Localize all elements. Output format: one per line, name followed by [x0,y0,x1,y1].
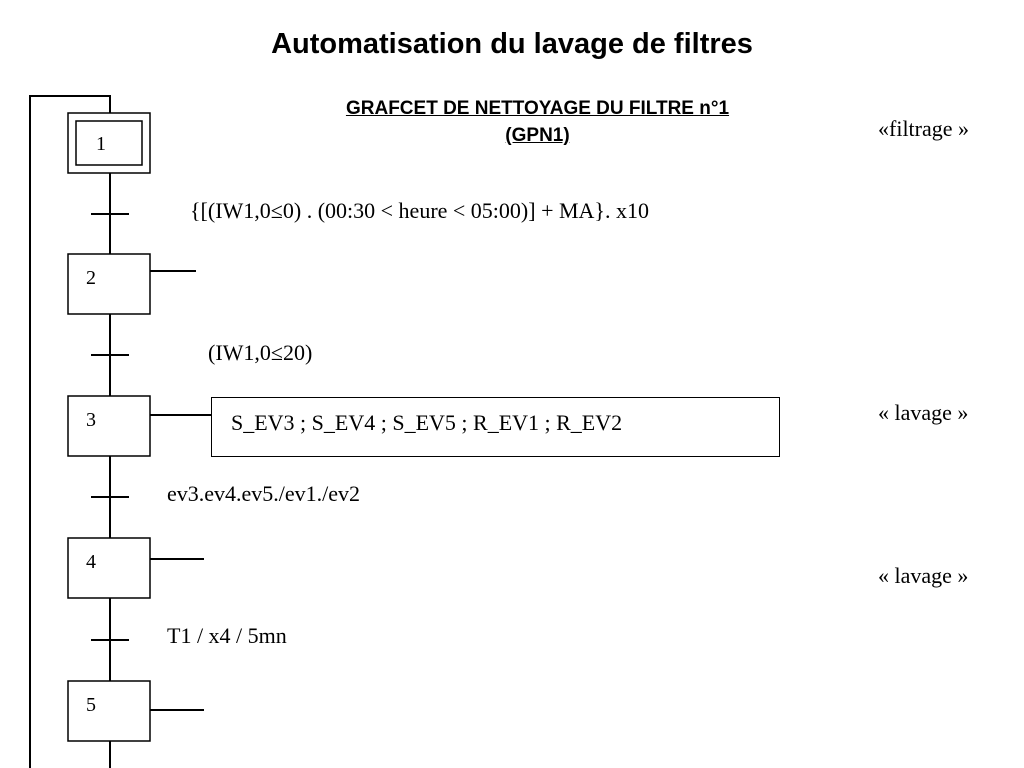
page-title: Automatisation du lavage de filtres [271,28,753,60]
link-step3-step4 [91,456,129,538]
grafcet-subtitle: GRAFCET DE NETTOYAGE DU FILTRE n°1 (GPN1… [270,95,805,149]
link-step1-step2 [91,173,129,254]
step-5-number: 5 [86,694,96,716]
transition-condition-4: T1 / x4 / 5mn [167,623,287,648]
link-step2-step3 [91,314,129,396]
transition-condition-3: ev3.ev4.ev5./ev1./ev2 [167,481,361,506]
link-step4-step5 [91,598,129,681]
subtitle-line-1: GRAFCET DE NETTOYAGE DU FILTRE n°1 [345,98,730,119]
loop-back-line [29,95,111,768]
step-4-number: 4 [86,551,96,573]
transition-condition-1: {[(IW1,0≤0) . (00:30 < heure < 05:00)] +… [190,198,649,223]
subtitle-line-2: (GPN1) [505,125,570,146]
mode-label-lavage-step3: « lavage » [878,400,969,425]
transition-condition-2: (IW1,0≤20) [208,340,313,365]
step-1-number: 1 [96,133,106,155]
step-3-action-text: S_EV3 ; S_EV4 ; S_EV5 ; R_EV1 ; R_EV2 [231,410,623,435]
step-5-box [67,680,204,768]
mode-label-filtrage: «filtrage » [878,116,970,141]
step-3-action-box: S_EV3 ; S_EV4 ; S_EV5 ; R_EV1 ; R_EV2 [211,397,780,457]
step-2-number: 2 [86,267,96,289]
mode-label-lavage-step4: « lavage » [878,563,969,588]
step-3-number: 3 [86,409,96,431]
